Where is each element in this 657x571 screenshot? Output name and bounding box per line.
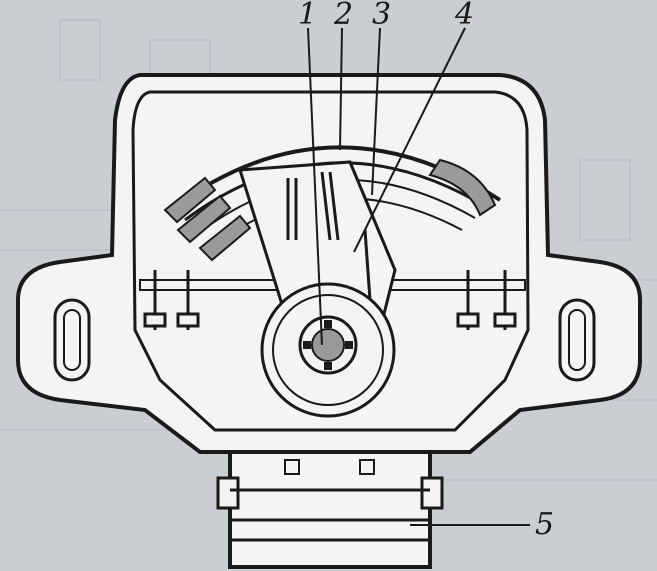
callout-4: 4 [454, 0, 474, 32]
electrical-connector [216, 450, 444, 569]
contact-strip-right [428, 158, 497, 217]
mounting-hole-left [53, 298, 91, 382]
callout-1: 1 [298, 0, 317, 32]
contact-tracks-left [163, 176, 252, 262]
leader-lines [307, 27, 530, 526]
callout-3: 3 [372, 0, 391, 32]
callout-2: 2 [333, 0, 353, 32]
terminal-pins [143, 270, 517, 330]
callout-5: 5 [535, 507, 554, 542]
housing-inner-wall [131, 90, 530, 432]
mounting-hole-right [558, 298, 596, 382]
wiper-contacts [286, 171, 372, 301]
rotor-hub [260, 282, 396, 418]
